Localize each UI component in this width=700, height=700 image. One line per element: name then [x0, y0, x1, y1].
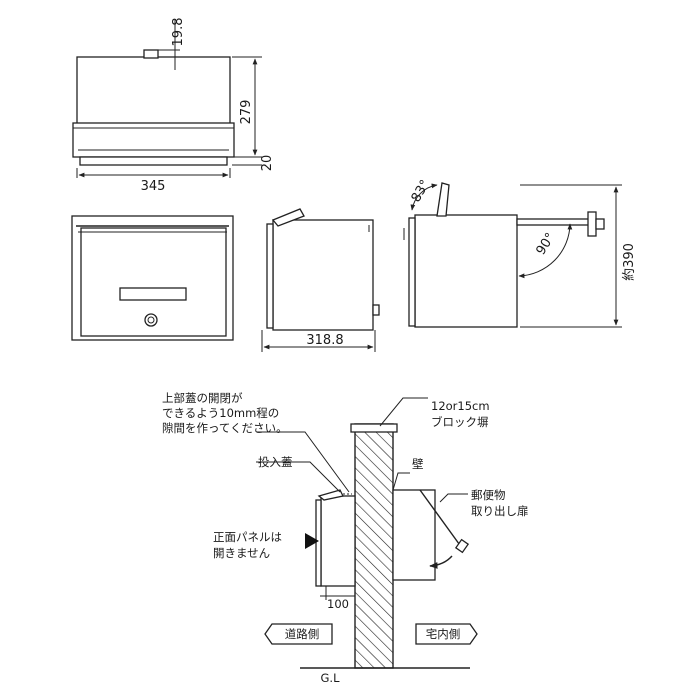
- road-side-tag: [264, 623, 333, 645]
- side-view-open: 83° 90° 約390: [403, 178, 637, 328]
- lock-icon-core: [147, 316, 155, 324]
- installation-section: 100 上部蓋の開閉が できるよう10mm程の 隙間を作ってください。 12or…: [162, 391, 529, 685]
- note-gap-2: できるよう10mm程の: [162, 406, 279, 420]
- label-ground: G.L: [321, 671, 341, 685]
- house-side-tag: [415, 623, 478, 645]
- side-lock: [372, 304, 380, 316]
- note-door-1: 郵便物: [471, 488, 506, 502]
- dim-offset: 100: [327, 597, 349, 611]
- open-panel: [408, 217, 416, 327]
- note-panel-2: 開きません: [213, 546, 270, 560]
- slot-lid: [317, 489, 344, 501]
- dim-depth: 318.8: [306, 333, 343, 348]
- dim-total-height: 約390: [622, 243, 637, 281]
- front-box: [320, 495, 356, 587]
- open-body: [414, 214, 518, 328]
- back-box: [392, 489, 436, 581]
- back-door: [419, 489, 463, 549]
- top-view-knob: [143, 49, 159, 59]
- dim-lid-angle: 83°: [409, 178, 434, 205]
- dim-top-height: 19.8: [171, 18, 186, 47]
- open-door: [516, 218, 596, 226]
- side-lid: [271, 208, 305, 227]
- block-wall: [354, 423, 394, 669]
- side-view: 318.8: [261, 208, 380, 352]
- front-view: [71, 215, 234, 341]
- top-view-base: [79, 156, 228, 166]
- note-slot-lid: 投入蓋: [258, 455, 293, 469]
- dim-door-angle: 90°: [534, 230, 559, 257]
- note-wall-size: 12or15cm: [431, 399, 490, 413]
- note-panel-1: 正面パネルは: [213, 530, 282, 544]
- side-panel: [266, 223, 274, 329]
- note-gap-3: 隙間を作ってください。: [162, 421, 288, 435]
- note-door-2: 取り出し扉: [471, 504, 529, 518]
- lock-icon: [144, 313, 158, 327]
- open-lid: [436, 182, 450, 217]
- side-body: [272, 219, 374, 331]
- panel-arrow-icon: [305, 533, 319, 549]
- top-view-lid: [72, 122, 235, 158]
- open-door-handle: [587, 211, 597, 237]
- dim-width: 345: [141, 179, 166, 194]
- door-arrow: [429, 555, 453, 569]
- label-road-side: 道路側: [285, 627, 320, 641]
- label-house-side: 宅内側: [426, 627, 461, 641]
- note-wall: 壁: [412, 457, 424, 471]
- top-view: 345 279 20 19.8: [72, 18, 275, 194]
- dim-body-height: 279: [239, 100, 254, 125]
- wall-cap: [350, 423, 398, 433]
- name-plate: [119, 287, 187, 301]
- note-wall-type: ブロック塀: [431, 415, 489, 429]
- top-view-body: [76, 56, 231, 126]
- dim-base-height: 20: [260, 155, 275, 172]
- note-gap-1: 上部蓋の開閉が: [162, 391, 243, 405]
